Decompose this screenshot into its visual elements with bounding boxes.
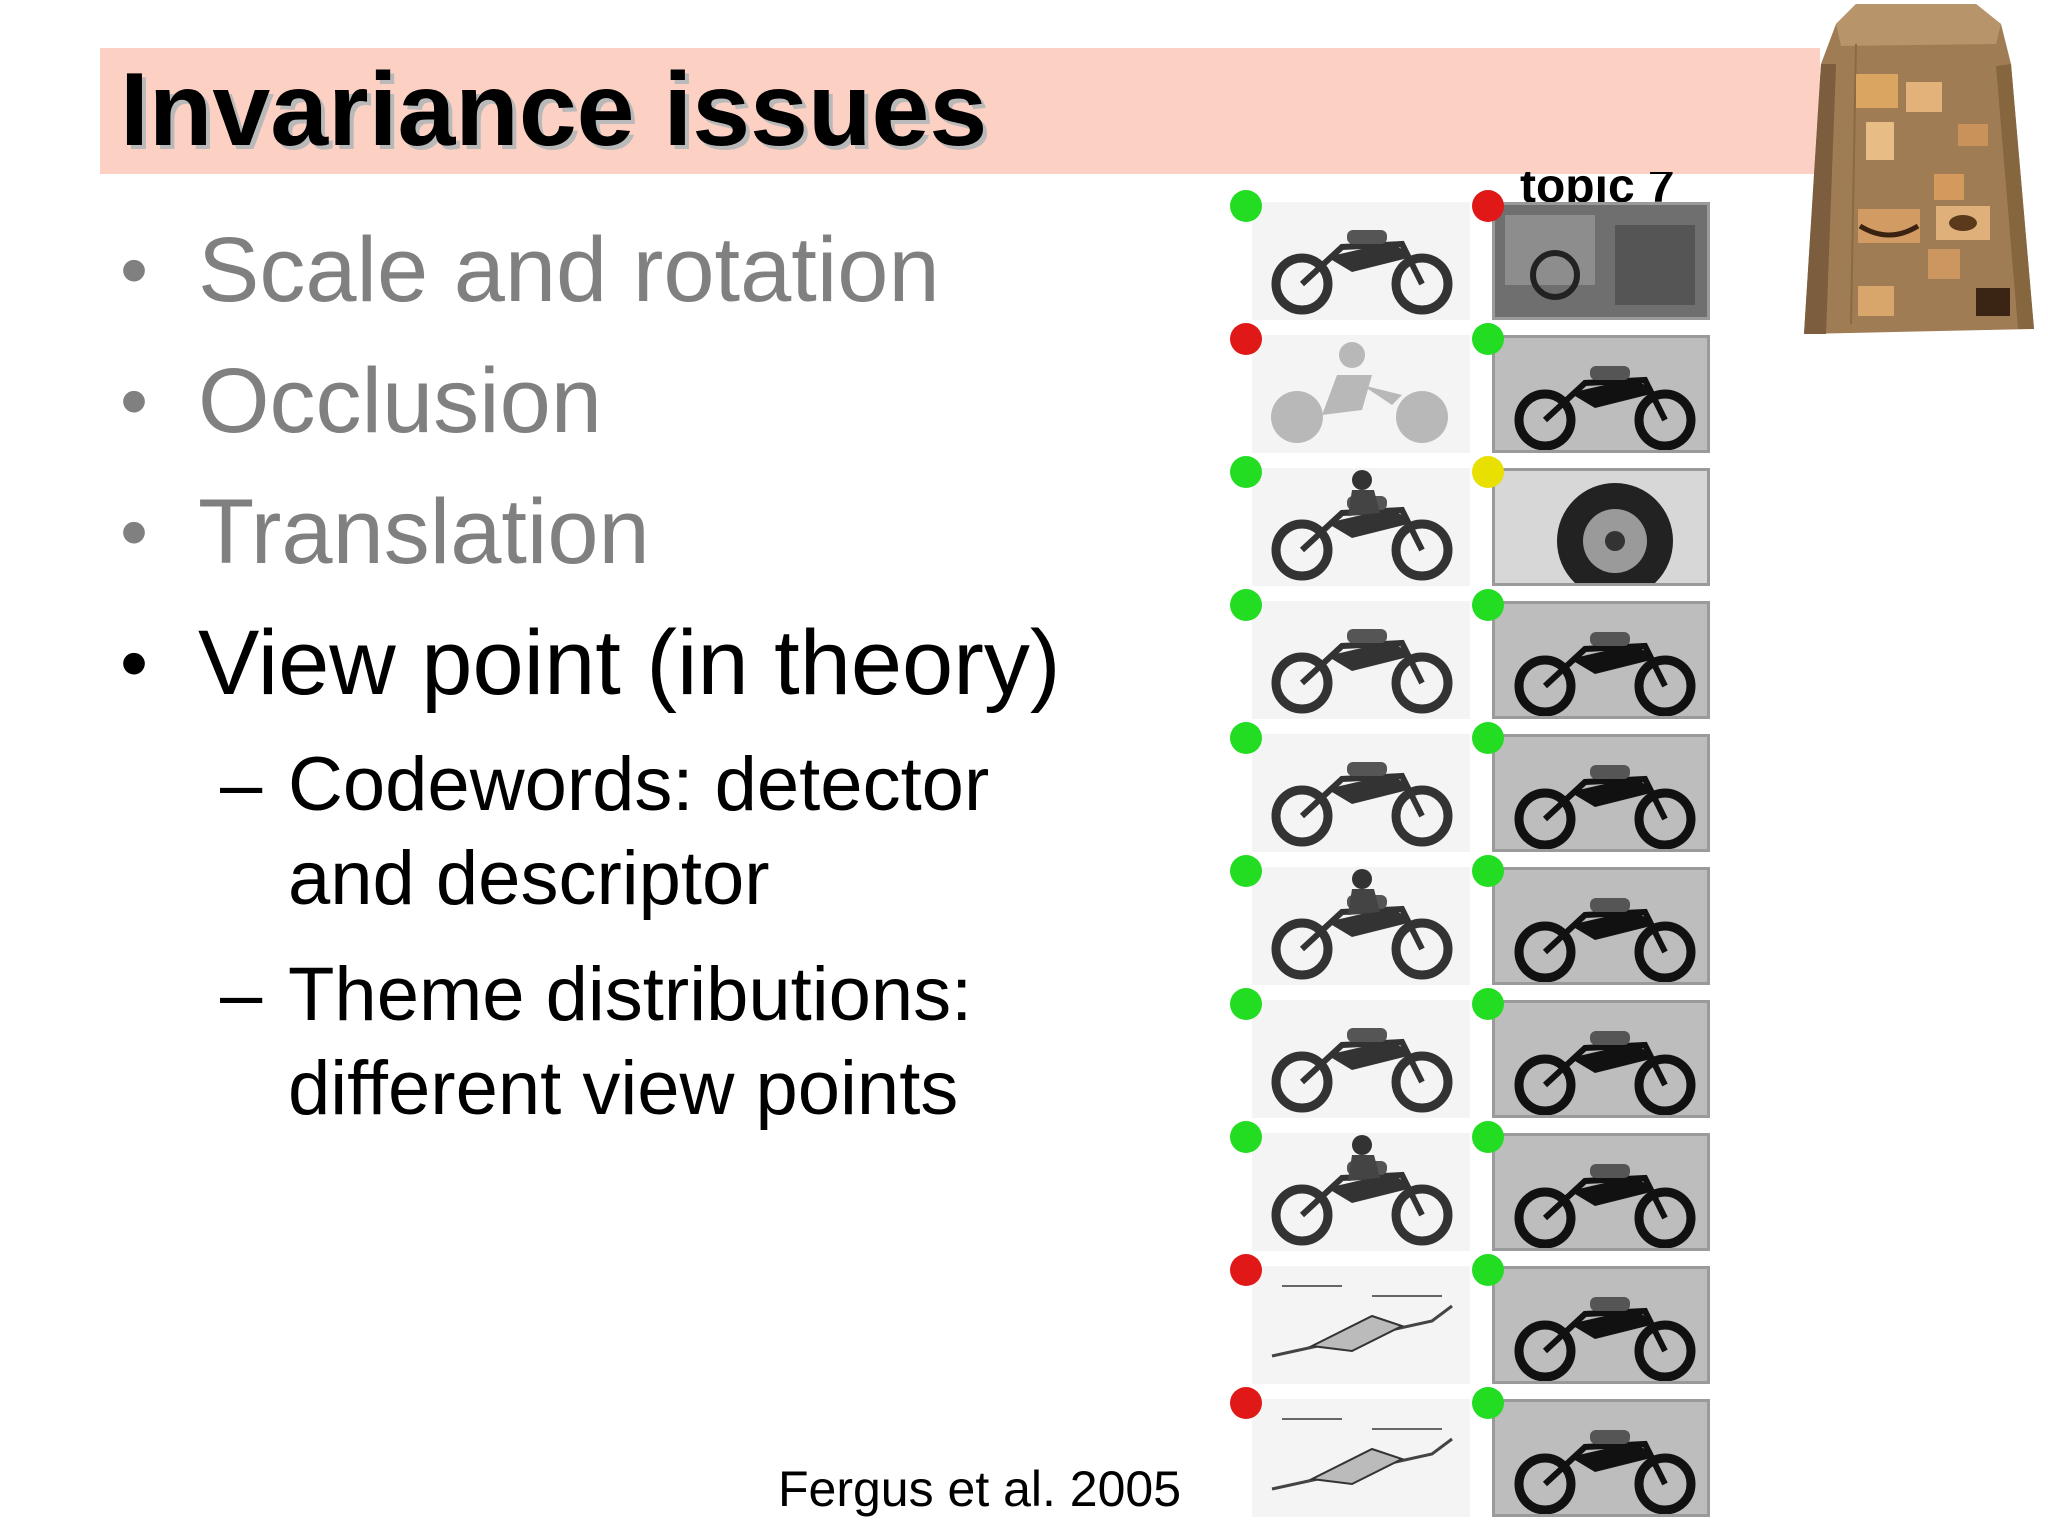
grid-header-cropped: topic 7	[1520, 172, 1675, 202]
motorcycle-image-grid: topic 7	[1230, 172, 1720, 1534]
green-marker-dot	[1230, 190, 1262, 222]
title-bar	[100, 48, 1820, 174]
motorcycle-photo-icon	[1492, 1000, 1710, 1118]
motorcycle-photo-icon	[1492, 734, 1710, 852]
green-marker-dot	[1472, 1387, 1504, 1419]
sketch-motorcycle-icon	[1252, 1399, 1470, 1517]
motorcycle-closeup-photo-icon	[1492, 335, 1710, 453]
green-marker-dot	[1230, 722, 1262, 754]
subbullet-dash: –	[220, 952, 263, 1037]
subbullet-text: Theme distributions: different view poin…	[288, 952, 973, 1131]
green-marker-dot	[1230, 589, 1262, 621]
green-marker-dot	[1472, 1121, 1504, 1153]
wheel-closeup-photo-icon	[1492, 468, 1710, 586]
subbullet-text: Codewords: detector and descriptor	[288, 742, 990, 921]
green-marker-dot	[1472, 1254, 1504, 1286]
motorcycle-rider-photo-icon	[1252, 867, 1470, 985]
bullet-dot: •	[120, 356, 149, 445]
green-marker-dot	[1472, 988, 1504, 1020]
red-marker-dot	[1230, 323, 1262, 355]
motorcycle-photo-icon	[1252, 202, 1470, 320]
green-marker-dot	[1472, 589, 1504, 621]
motorcycle-rider-photo-icon	[1252, 1133, 1470, 1251]
street-scene-photo-icon	[1492, 202, 1710, 320]
sketch-motorcycle-icon	[1252, 1266, 1470, 1384]
bullet-label: Translation	[198, 481, 650, 583]
bullet-label: View point (in theory)	[198, 612, 1061, 714]
red-marker-dot	[1230, 1254, 1262, 1286]
red-marker-dot	[1230, 1387, 1262, 1419]
motorcycle-photo-icon	[1252, 601, 1470, 719]
scooter-photo-icon	[1252, 734, 1470, 852]
green-marker-dot	[1472, 722, 1504, 754]
motorcycle-rider-photo-icon	[1252, 468, 1470, 586]
paper-bag-of-face-parts-icon	[1796, 4, 2042, 344]
motorcycle-pictogram-icon	[1252, 335, 1470, 453]
bullet-label: Occlusion	[198, 350, 602, 452]
motorcycle-photo-icon	[1492, 867, 1710, 985]
green-marker-dot	[1230, 1121, 1262, 1153]
motorcycle-photo-icon	[1492, 1133, 1710, 1251]
bullet-dot: •	[120, 225, 149, 314]
slide-title: Invariance issues	[120, 52, 988, 168]
red-marker-dot	[1472, 190, 1504, 222]
citation: Fergus et al. 2005	[778, 1461, 1182, 1517]
motorcycle-photo-icon	[1492, 601, 1710, 719]
green-marker-dot	[1230, 456, 1262, 488]
green-marker-dot	[1472, 323, 1504, 355]
dirt-bike-photo-icon	[1492, 1399, 1710, 1517]
bullet-label: Scale and rotation	[198, 219, 940, 321]
yellow-marker-dot	[1472, 456, 1504, 488]
motorcycle-photo-icon	[1492, 1266, 1710, 1384]
subbullet-dash: –	[220, 742, 263, 827]
green-marker-dot	[1230, 855, 1262, 887]
green-marker-dot	[1230, 988, 1262, 1020]
green-marker-dot	[1472, 855, 1504, 887]
bullet-dot: •	[120, 487, 149, 576]
bullet-dot: •	[120, 618, 149, 707]
sport-motorcycle-photo-icon	[1252, 1000, 1470, 1118]
